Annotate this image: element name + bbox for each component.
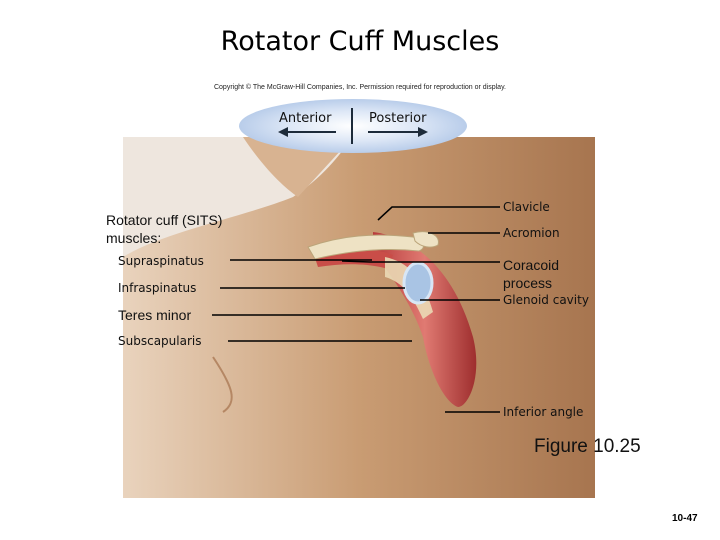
label-clavicle: Clavicle [503,200,550,214]
page-number: 10-47 [672,513,698,524]
orientation-anterior-label: Anterior [279,111,332,126]
leader-clavicle [377,206,500,221]
label-glenoid-cavity: Glenoid cavity [503,293,589,307]
orientation-indicator [239,99,467,153]
arrow-left-icon [278,127,336,137]
label-coracoid-process: process [503,275,553,291]
label-teres-minor: Teres minor [118,307,192,323]
orientation-posterior-label: Posterior [369,111,427,126]
label-coracoid: Coracoid [503,257,560,273]
figure-number: Figure 10.25 [534,436,641,457]
group-label-line2: muscles: [106,230,162,246]
chest-contour [212,356,233,413]
label-acromion: Acromion [503,226,560,240]
leader-coracoid [341,260,500,263]
torso-shape [123,137,595,498]
label-inferior-angle: Inferior angle [503,405,584,419]
copyright-notice: Copyright © The McGraw-Hill Companies, I… [213,84,506,91]
page-title: Rotator Cuff Muscles [220,26,500,57]
arrow-right-icon [368,127,428,137]
acromion-shape [412,231,439,248]
label-subscapularis: Subscapularis [118,334,202,348]
label-infraspinatus: Infraspinatus [118,281,197,295]
glenoid-cavity-shape [402,261,434,305]
group-label-line1: Rotator cuff (SITS) [106,212,223,228]
label-supraspinatus: Supraspinatus [118,254,204,268]
shoulder-illustration [123,137,595,498]
